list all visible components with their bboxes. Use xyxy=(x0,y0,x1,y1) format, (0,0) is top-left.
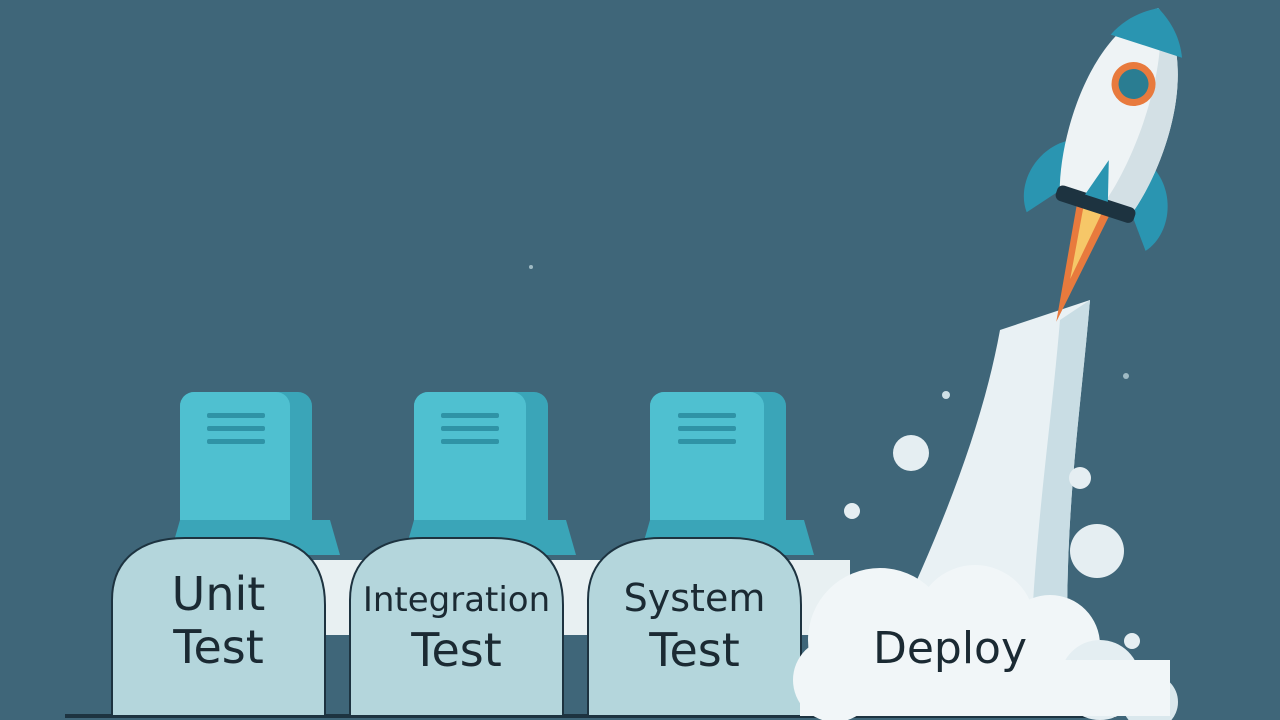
smoke-cloud-icon xyxy=(793,565,1178,720)
smoke-particle xyxy=(529,265,533,269)
stage-label-line1: System xyxy=(623,576,766,620)
stage-label-unit-test: Unit Test xyxy=(112,568,325,674)
smoke-particle xyxy=(1124,633,1140,649)
smoke-particle xyxy=(1069,467,1091,489)
smoke-particle xyxy=(893,435,929,471)
stage-label-line1: Unit xyxy=(171,567,266,621)
stage-card-integration-test xyxy=(349,537,564,717)
smoke-particle xyxy=(1123,373,1129,379)
stage-label-system-test: System Test xyxy=(588,574,801,678)
stage-label-deploy: Deploy xyxy=(845,623,1055,675)
stage-label-integration-test: Integration Test xyxy=(350,578,563,678)
stage-card-system-test xyxy=(587,537,802,717)
rocket-icon xyxy=(1023,7,1183,322)
stage-label-line2: Test xyxy=(173,619,264,674)
smoke-particle xyxy=(942,391,950,399)
stage-card-unit-test xyxy=(111,537,326,717)
stage-label-line2: Test xyxy=(411,623,502,677)
server-icon xyxy=(170,392,340,555)
server-icon xyxy=(404,392,576,555)
stage-label-line1: Deploy xyxy=(872,623,1028,674)
server-icon xyxy=(640,392,814,555)
smoke-particle xyxy=(844,503,860,519)
smoke-particle xyxy=(1070,524,1124,578)
stage-label-line2: Test xyxy=(649,623,740,677)
stage-label-line1: Integration xyxy=(362,580,551,620)
